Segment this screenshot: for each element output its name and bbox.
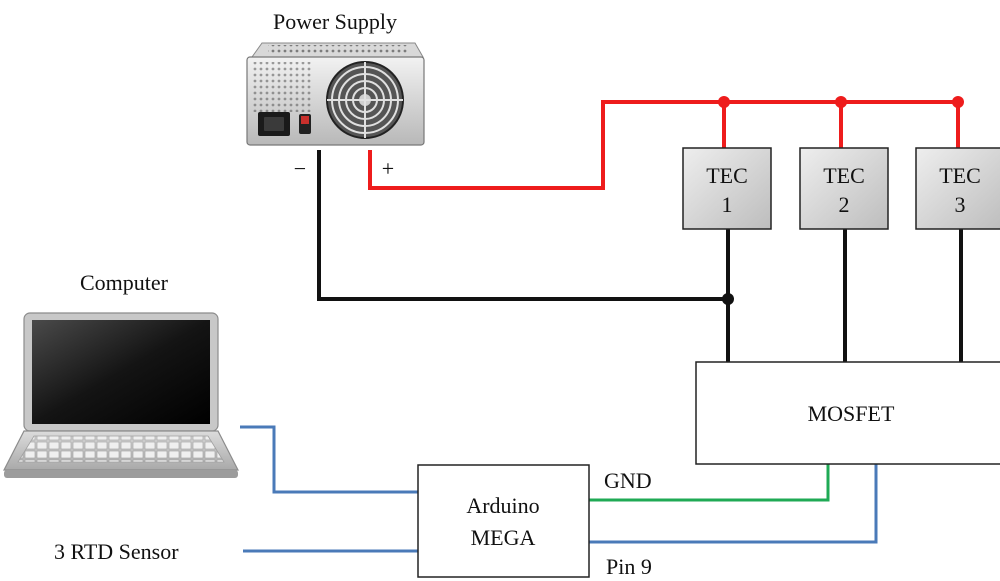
arduino-label-line1: Arduino	[466, 493, 539, 518]
computer-usb-wire	[240, 425, 418, 494]
ground-wires	[317, 150, 963, 362]
positive-terminal-label: +	[382, 156, 394, 181]
pin9-wire	[589, 464, 878, 544]
tec-3-number: 3	[955, 192, 966, 217]
mosfet-box: MOSFET	[695, 361, 1000, 465]
tec-3-box: TEC 3	[915, 147, 1000, 230]
tec-2-label: TEC	[823, 163, 865, 188]
arduino-box: Arduino MEGA	[417, 464, 590, 578]
negative-junction-dot	[722, 293, 734, 305]
negative-terminal-label: −	[294, 156, 306, 181]
tec-2-box: TEC 2	[799, 147, 889, 230]
tec-2-number: 2	[839, 192, 850, 217]
tec-1-box: TEC 1	[682, 147, 772, 230]
gnd-wire	[589, 464, 830, 502]
tec-1-number: 1	[722, 192, 733, 217]
tec-1-label: TEC	[706, 163, 748, 188]
power-supply-icon	[246, 42, 425, 146]
signal-wires	[240, 425, 878, 553]
gnd-wires	[589, 464, 830, 502]
positive-junction-dot	[952, 96, 964, 108]
arduino-label-line2: MEGA	[471, 525, 536, 550]
psu-negative-wire	[317, 150, 728, 301]
tec-3-label: TEC	[939, 163, 981, 188]
positive-junction-dot	[835, 96, 847, 108]
computer-label: Computer	[80, 270, 169, 295]
gnd-label: GND	[604, 468, 652, 493]
power-supply-label: Power Supply	[273, 9, 397, 34]
pin9-label: Pin 9	[606, 554, 652, 579]
computer-icon	[3, 312, 239, 478]
positive-wires	[368, 96, 964, 190]
mosfet-label: MOSFET	[808, 401, 895, 426]
positive-junction-dot	[718, 96, 730, 108]
sensor-label: 3 RTD Sensor	[54, 539, 179, 564]
